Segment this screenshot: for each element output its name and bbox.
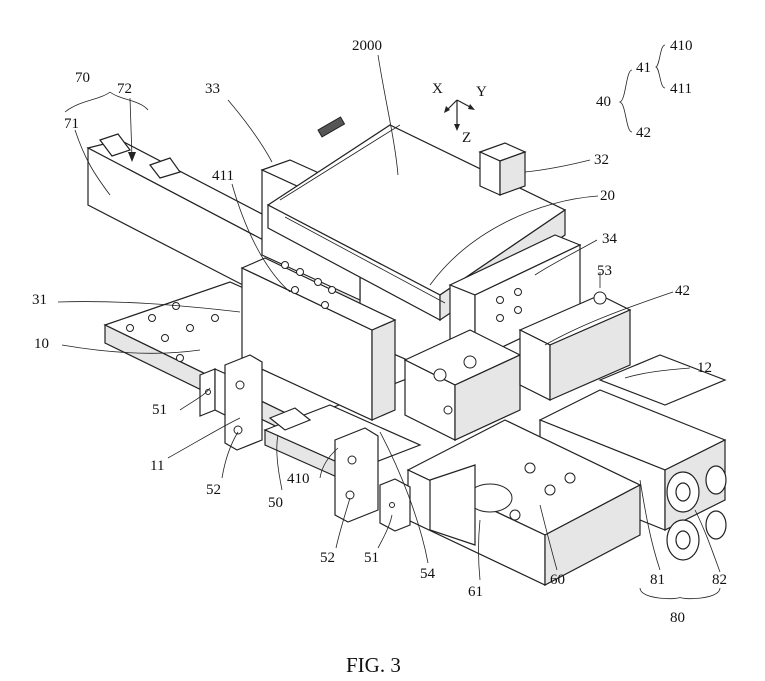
label-54: 54 [420, 566, 436, 582]
reference-tree: 40 41 410 411 42 [596, 38, 693, 141]
tree-label-40: 40 [596, 94, 611, 110]
tree-label-411: 411 [670, 81, 692, 97]
label-31: 31 [32, 292, 47, 308]
label-61: 61 [468, 584, 483, 600]
label-11: 11 [150, 458, 164, 474]
label-51-left: 51 [152, 402, 167, 418]
label-60: 60 [550, 572, 565, 588]
label-34: 34 [602, 231, 618, 247]
axis-indicator: X Y Z [432, 81, 487, 146]
label-70: 70 [75, 70, 90, 86]
label-82: 82 [712, 572, 727, 588]
bracket-52-left [225, 355, 262, 450]
bracket-52-right [335, 428, 378, 522]
label-52-right: 52 [320, 550, 335, 566]
label-71: 71 [64, 116, 79, 132]
label-10: 10 [34, 336, 49, 352]
axis-z-label: Z [462, 130, 471, 146]
label-53: 53 [597, 263, 612, 279]
axis-x-label: X [432, 81, 443, 97]
tree-label-42: 42 [636, 125, 651, 141]
label-2000: 2000 [352, 38, 382, 54]
label-72: 72 [117, 81, 132, 97]
label-50: 50 [268, 495, 283, 511]
label-12: 12 [697, 360, 712, 376]
label-32: 32 [594, 152, 609, 168]
label-42: 42 [675, 283, 690, 299]
label-51-right: 51 [364, 550, 379, 566]
axis-y-label: Y [476, 84, 487, 100]
label-33: 33 [205, 81, 220, 97]
label-52-left: 52 [206, 482, 221, 498]
tree-label-41: 41 [636, 60, 651, 76]
figure-caption: FIG. 3 [346, 653, 401, 677]
label-80: 80 [670, 610, 685, 626]
post-32 [480, 143, 525, 195]
label-20: 20 [600, 188, 615, 204]
label-411: 411 [212, 168, 234, 184]
label-410: 410 [287, 471, 310, 487]
tree-label-410: 410 [670, 38, 693, 54]
label-81: 81 [650, 572, 665, 588]
